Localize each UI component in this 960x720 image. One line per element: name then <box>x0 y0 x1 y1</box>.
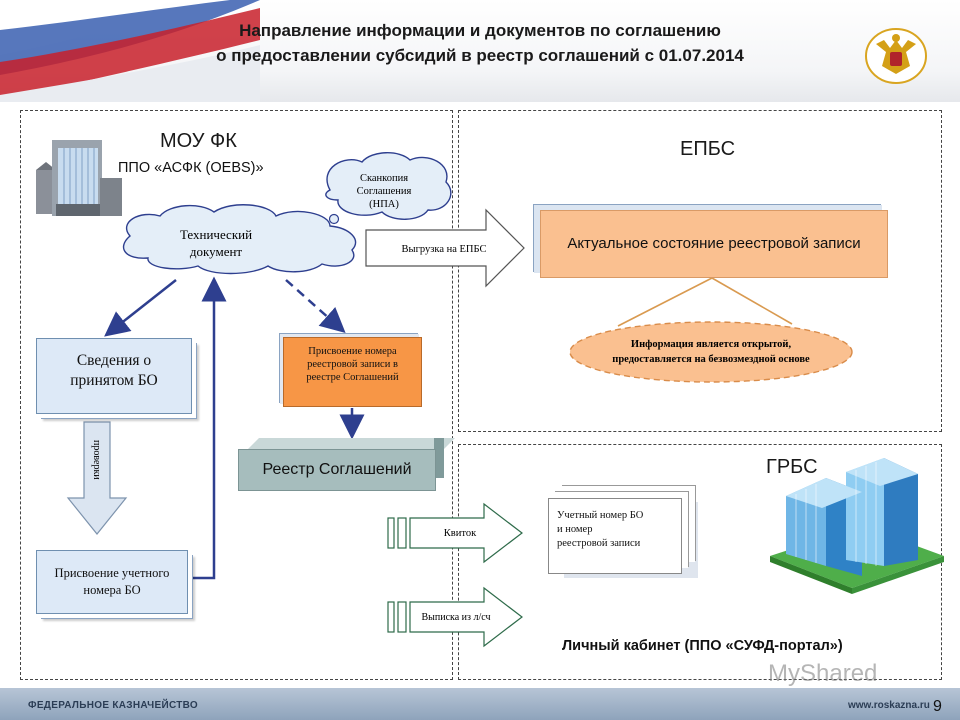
assign-line-1: Присвоение учетного <box>54 566 170 580</box>
account-doc-text: Учетный номер БО и номер реестровой запи… <box>557 510 644 549</box>
assign-line-2: номера БО <box>83 583 141 597</box>
bo-info-document: Сведения о принятом БО <box>36 338 192 414</box>
arrow-back-to-tech-doc <box>188 276 227 580</box>
registry-number-assignment-box: Присвоение номера реестровой записи в ре… <box>283 337 422 407</box>
open-info-group: Информация является открытой, предоставл… <box>569 277 853 383</box>
arrow-to-svedenia <box>104 279 177 337</box>
receipt-label: Квиток <box>444 528 477 539</box>
grbs-heading: ГРБС <box>766 456 818 478</box>
export-arrow-label: Выгрузка на ЕПБС <box>402 244 487 255</box>
registry-number-line-1: Присвоение номера <box>308 346 397 357</box>
statement-arrow: Выписка из л/сч <box>387 586 523 648</box>
bo-info-line-2: принятом БО <box>70 372 158 389</box>
checks-down-arrow: проверки <box>66 421 128 535</box>
personal-cabinet-label: Личный кабинет (ППО «СУФД-портал») <box>562 638 843 654</box>
cloud-scan-line-3: (НПА) <box>369 199 399 210</box>
open-info-line-2: предоставляется на безвозмездной основе <box>612 354 810 365</box>
ppo-asfk-label: ППО «АСФК (OEBS)» <box>118 160 264 176</box>
registry-block-top <box>248 438 455 449</box>
russian-flag-decoration <box>0 0 260 102</box>
registry-number-line-2: реестровой записи в <box>307 359 398 370</box>
page-number: 9 <box>933 698 942 715</box>
current-state-label: Актуальное состояние реестровой записи <box>567 235 861 252</box>
account-number-assignment-document: Присвоение учетного номера БО <box>36 550 188 614</box>
statement-label: Выписка из л/сч <box>421 612 490 623</box>
agreements-registry-block: Реестр Соглашений <box>238 449 436 491</box>
footer-bar <box>0 688 960 720</box>
registry-block-side <box>434 438 444 478</box>
cloud-scan-line-2: Соглашения <box>357 186 412 197</box>
cloud-tech-line-2: документ <box>190 244 243 259</box>
cloud-scan-line-1: Сканкопия <box>360 173 408 184</box>
cloud-tech-line-1: Технический <box>180 227 252 242</box>
bo-info-line-1: Сведения о <box>76 352 152 369</box>
building-icon <box>36 140 122 216</box>
epbs-panel <box>458 110 942 432</box>
technical-document-cloud: Технический документ <box>123 204 357 275</box>
checks-label: проверки <box>91 440 102 480</box>
slide-title: Направление информации и документов по с… <box>150 18 810 68</box>
title-line-1: Направление информации и документов по с… <box>239 21 721 40</box>
office-building-icon <box>770 458 944 594</box>
export-to-epbs-arrow: Выгрузка на ЕПБС <box>365 208 525 288</box>
title-line-2: о предоставлении субсидий в реестр согла… <box>216 46 744 65</box>
epbs-heading: ЕПБС <box>680 138 736 160</box>
open-info-line-1: Информация является открытой, <box>631 339 792 350</box>
mou-fk-panel <box>20 110 453 680</box>
current-state-box: Актуальное состояние реестровой записи <box>540 210 888 278</box>
footer-org-name: ФЕДЕРАЛЬНОЕ КАЗНАЧЕЙСТВО <box>28 700 198 711</box>
registry-number-line-3: реестре Соглашений <box>306 372 399 383</box>
mou-fk-heading: МОУ ФК <box>160 130 237 152</box>
receipt-arrow: Квиток <box>387 502 523 564</box>
scan-copy-cloud: Сканкопия Соглашения (НПА) <box>298 152 452 245</box>
dashed-arrow-to-numbering <box>285 279 346 333</box>
watermark: MyShared <box>768 660 878 687</box>
footer-website-link[interactable]: www.roskazna.ru <box>848 700 930 711</box>
registry-label: Реестр Соглашений <box>262 461 412 478</box>
treasury-emblem-icon <box>865 28 927 84</box>
account-registry-number-document: Учетный номер БО и номер реестровой запи… <box>548 498 682 574</box>
